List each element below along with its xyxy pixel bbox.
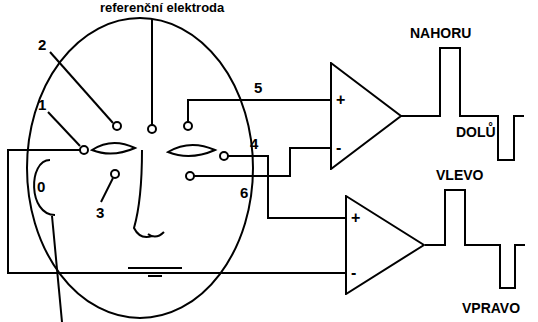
electrode — [220, 152, 228, 160]
callout-number: 2 — [38, 36, 46, 53]
wire — [228, 156, 345, 218]
pin-sign: + — [336, 90, 345, 110]
leader-line — [48, 112, 80, 146]
pin-sign: - — [336, 138, 341, 158]
op-amp: +- — [345, 195, 425, 295]
signal-name: VLEVO — [436, 167, 483, 183]
caption-label: referenční elektroda — [100, 1, 224, 16]
callout-number: 6 — [240, 184, 248, 201]
wire — [194, 148, 330, 176]
electrode — [113, 122, 121, 130]
pin-sign: + — [351, 208, 360, 228]
callout-number: 3 — [96, 204, 104, 221]
op-amp: +- — [330, 62, 402, 170]
callout-number: 4 — [250, 135, 258, 152]
electrode — [80, 146, 88, 154]
electrode — [148, 125, 156, 133]
waveform — [425, 190, 525, 288]
waveform — [400, 48, 524, 160]
leader-line — [151, 19, 153, 125]
leader-line — [50, 52, 113, 123]
callout-number: 1 — [38, 96, 46, 113]
signal-name: DOLŮ — [456, 124, 496, 140]
left-eye — [92, 143, 135, 154]
electrode — [111, 170, 119, 178]
nose — [134, 150, 164, 237]
electrode — [186, 172, 194, 180]
electrode — [184, 122, 192, 130]
ear — [34, 160, 55, 215]
pin-sign: - — [351, 263, 356, 283]
wire — [52, 216, 62, 322]
leader-line — [101, 178, 113, 202]
wire — [188, 100, 330, 122]
wire — [8, 150, 345, 273]
right-eye — [168, 145, 215, 156]
callout-number: 5 — [254, 79, 262, 96]
signal-name: NAHORU — [410, 25, 471, 41]
signal-name: VPRAVO — [462, 300, 520, 316]
callout-number: 0 — [37, 178, 45, 195]
